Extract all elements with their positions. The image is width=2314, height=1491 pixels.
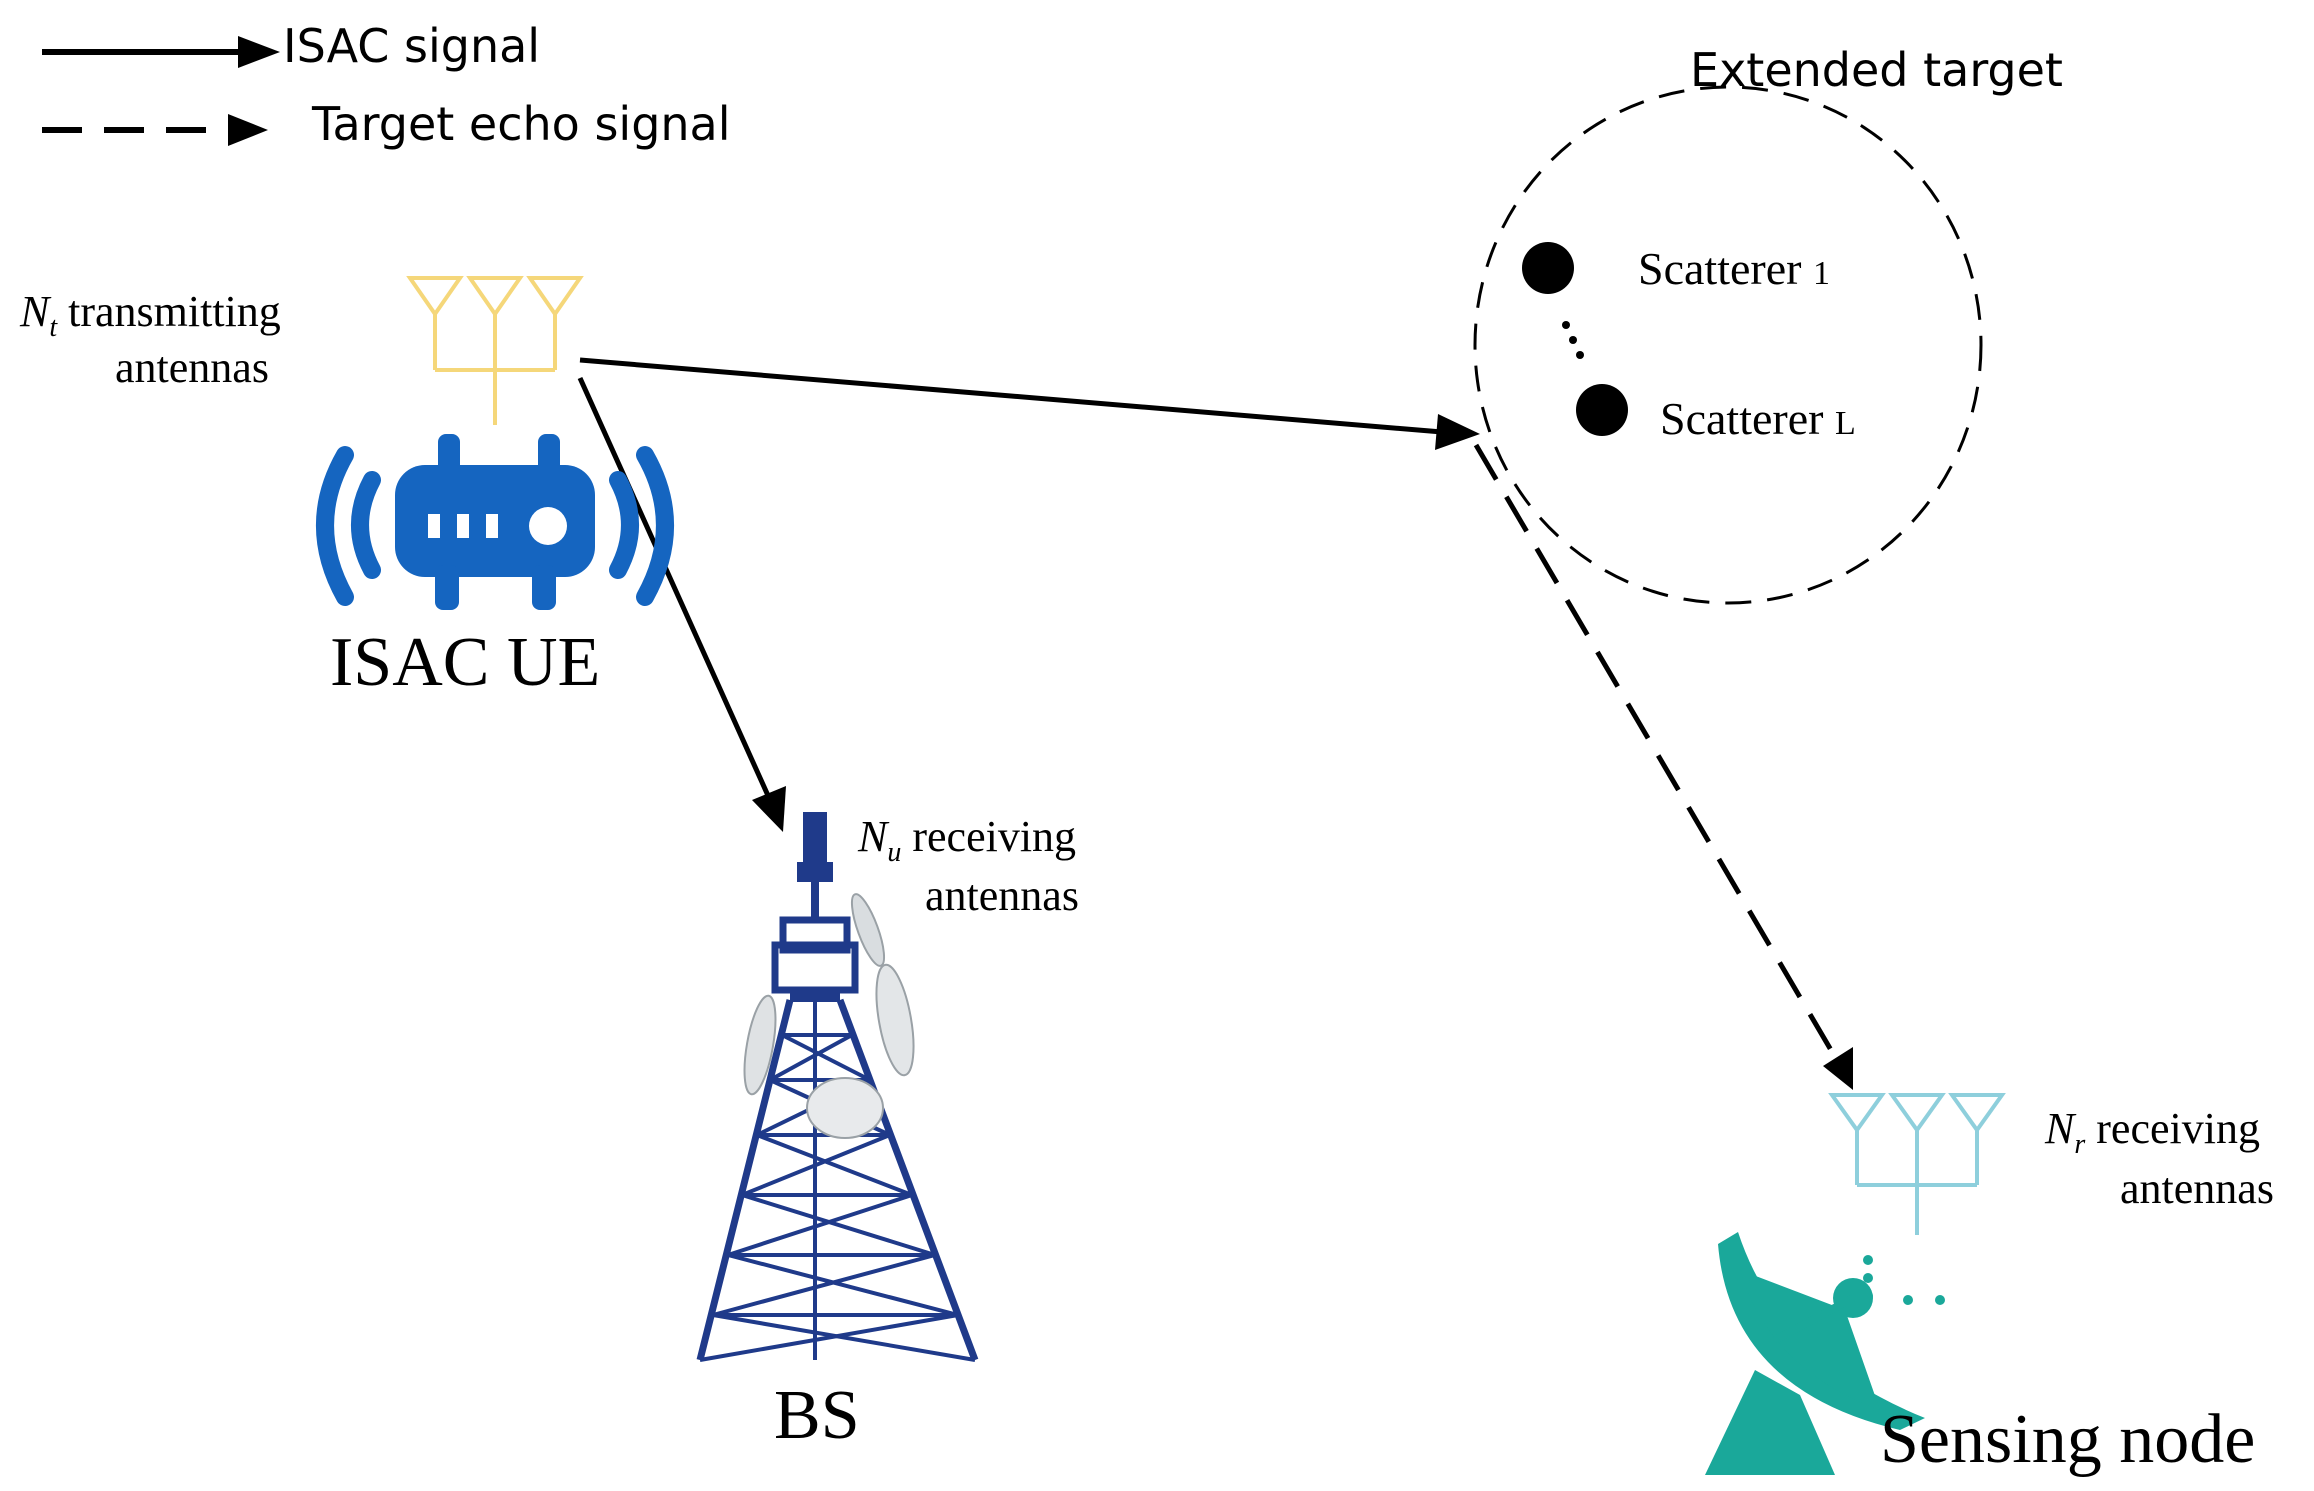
sensing-antenna-array-icon [1828,1093,2006,1235]
target-echo-signal-head [1823,1047,1853,1090]
extended-target-boundary [1473,85,1983,605]
isac-signal-to-target-head [1435,414,1480,450]
ue-router-icon [316,434,674,610]
extended-target: Extended target Scatterer 1 Scatterer L [1473,43,2063,605]
bs-label: BS [774,1377,860,1454]
isac-signal-to-target [579,357,1443,435]
scatterer-l-label: Scatterer L [1660,393,1856,444]
legend-dashed-arrow [42,114,268,146]
scatterer-ellipsis-dots [1562,321,1584,359]
sensing-antenna-label-line2: antennas [2120,1164,2274,1213]
legend-target-echo-label: Target echo signal [311,97,731,151]
scatterer-1-label: Scatterer 1 [1638,243,1830,294]
legend-isac-signal-label: ISAC signal [283,19,540,73]
ue-antenna-label-line1: Nt transmitting [19,287,281,343]
isac-signal-to-bs [577,376,773,802]
legend-solid-arrow [42,36,280,68]
sensing-dish-icon [1705,1232,1945,1475]
legend: ISAC signal Target echo signal [42,19,731,151]
bs-antenna-label-line1: Nu receiving [857,812,1076,868]
signal-paths [577,357,1853,1090]
scatterer-l-dot [1576,384,1628,436]
target-echo-signal [1473,443,1841,1064]
isac-ue: Nt transmitting antennas [19,276,674,701]
scatterer-1-dot [1522,242,1574,294]
sensing-antenna-label-line1: Nr receiving [2044,1104,2260,1160]
ue-antenna-label-line2: antennas [115,343,269,392]
sensing-node: Nr receiving antennas Sensing node [1705,1093,2274,1478]
isac-signal-to-bs-head [752,786,786,832]
ue-label: ISAC UE [330,624,600,701]
sensing-node-label: Sensing node [1880,1401,2255,1478]
bs-dish-icons [743,893,915,1139]
ue-antenna-array-icon [406,276,584,425]
bs-antenna-label-line2: antennas [925,871,1079,920]
base-station: Nu receiving antennas [696,812,1079,1454]
